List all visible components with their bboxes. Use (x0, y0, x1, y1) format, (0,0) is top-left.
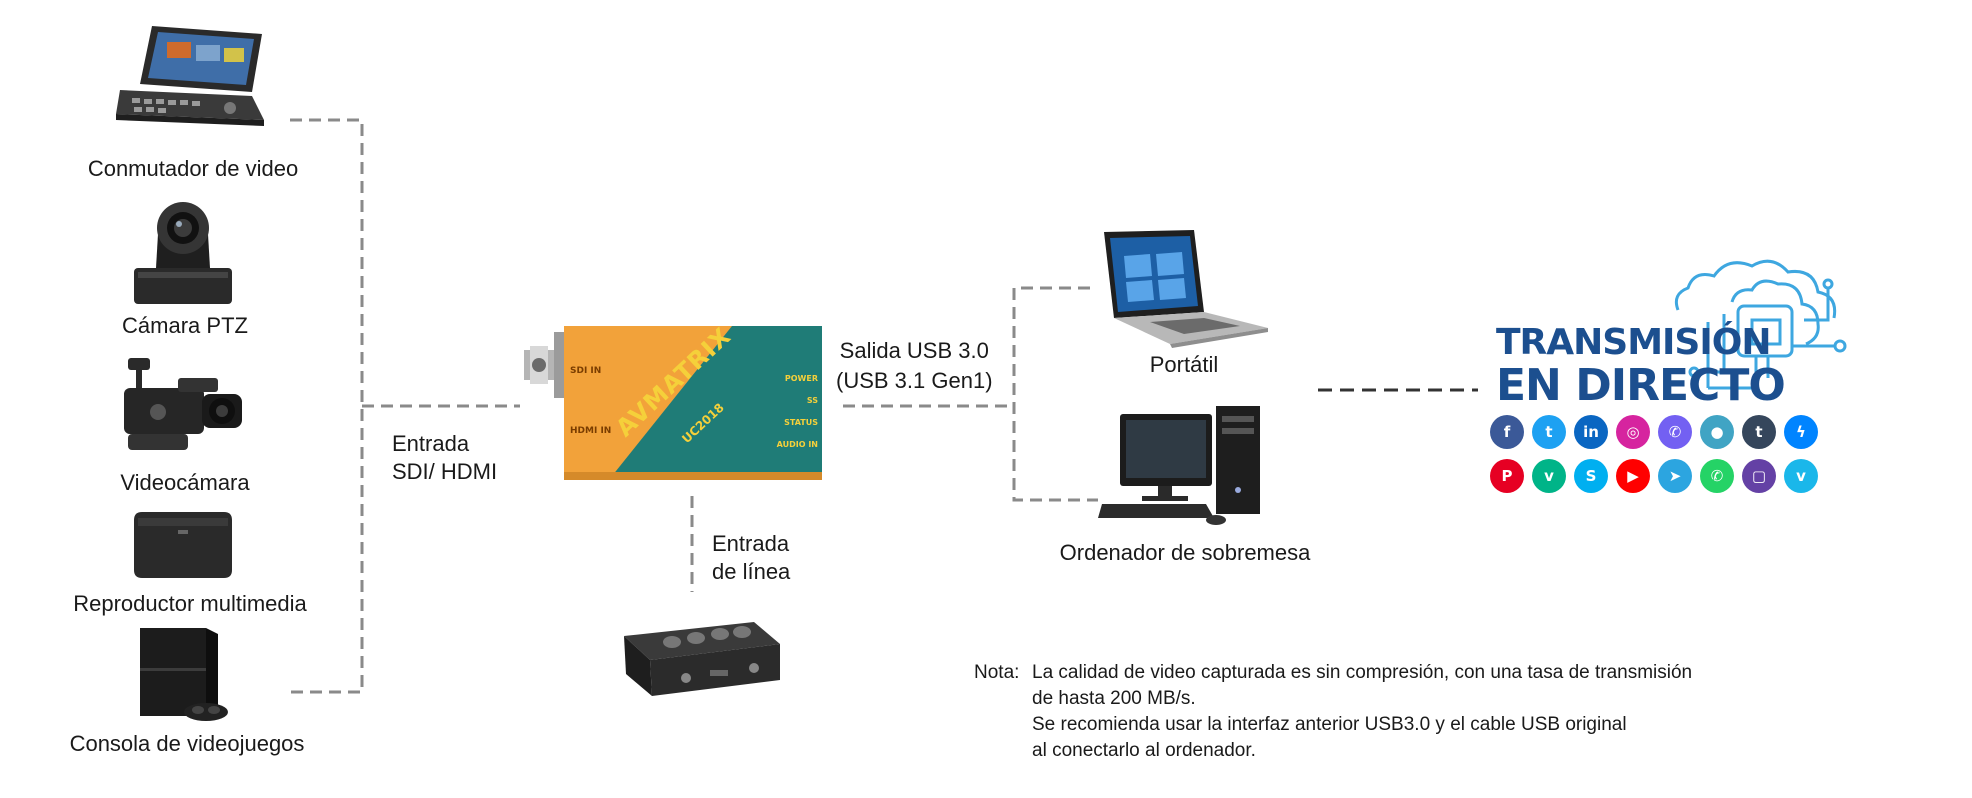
skype-icon: S (1574, 459, 1608, 493)
source-label-game-console: Consola de videojuegos (69, 731, 305, 756)
usb-output-label: Salida USB 3.0 (USB 3.1 Gen1) (836, 336, 993, 396)
video-switcher-icon (116, 26, 264, 126)
source-label-media-player: Reproductor multimedia (73, 591, 307, 616)
viber-icon: ✆ (1658, 415, 1692, 449)
camcorder-icon (124, 358, 242, 450)
capture-device-body (524, 326, 822, 480)
game-console-icon (140, 628, 228, 721)
facebook-icon: f (1490, 415, 1524, 449)
input-label-line2: SDI/ HDMI (392, 459, 498, 484)
pinterest-icon: P (1490, 459, 1524, 493)
note-line: de hasta 200 MB/s. (1032, 688, 1196, 709)
youtube-icon: ▶ (1616, 459, 1650, 493)
source-label-ptz-camera: Cámara PTZ (122, 313, 248, 338)
line-input-label-line2: de línea (712, 559, 791, 584)
vine-icon: v (1532, 459, 1566, 493)
audio-mixer-icon (624, 622, 780, 696)
note-text: La calidad de video capturada es sin com… (1032, 660, 1692, 764)
whatsapp-icon: ✆ (1700, 459, 1734, 493)
twitch-icon: ▢ (1742, 459, 1776, 493)
desktop-computer-icon (1098, 406, 1260, 525)
indicator-status: STATUS (784, 418, 818, 427)
stream-title-line1: TRANSMISIÓN (1496, 322, 1771, 363)
line-input-label: Entrada de línea (712, 530, 790, 586)
input-label-line1: Entrada (392, 431, 470, 456)
ptz-camera-icon (134, 202, 232, 304)
instagram-icon: ◎ (1616, 415, 1650, 449)
destination-bus-line (1012, 286, 1098, 502)
tumblr-icon: t (1742, 415, 1776, 449)
note-line: La calidad de video capturada es sin com… (1032, 662, 1693, 683)
hdmi-in-port-label: HDMI IN (570, 426, 612, 436)
destination-label-desktop: Ordenador de sobremesa (1059, 540, 1311, 565)
source-label-camcorder: Videocámara (120, 470, 250, 495)
source-label-video-switcher: Conmutador de video (87, 156, 299, 181)
periscope-icon: ● (1700, 415, 1734, 449)
indicator-ss: SS (806, 396, 818, 405)
indicator-power: POWER (784, 374, 818, 383)
twitter-icon: t (1532, 415, 1566, 449)
capture-device: SDI IN HDMI IN AVMATRIX UC2018 POWER SS … (524, 322, 826, 484)
linkedin-icon: in (1574, 415, 1608, 449)
note-prefix: Nota: (974, 662, 1020, 683)
telegram-icon: ➤ (1658, 459, 1692, 493)
laptop-icon (1104, 230, 1268, 348)
sdi-hdmi-input-label: Entrada SDI/ HDMI (392, 430, 497, 486)
usb-output-line1: Salida USB 3.0 (839, 338, 989, 363)
note-line: Se recomienda usar la interfaz anterior … (1032, 714, 1627, 735)
destination-label-laptop: Portátil (1149, 352, 1219, 377)
note-line: al conectarlo al ordenador. (1032, 740, 1256, 761)
indicator-audio-in: AUDIO IN (776, 440, 818, 449)
vimeo-icon: v (1784, 459, 1818, 493)
messenger-icon: ϟ (1784, 415, 1818, 449)
stream-title-line2: EN DIRECTO (1496, 360, 1786, 411)
media-player-icon (134, 512, 232, 578)
line-input-label-line1: Entrada (712, 531, 790, 556)
usb-output-line2: (USB 3.1 Gen1) (836, 368, 993, 393)
cloud-circuit-icon (1674, 259, 1847, 390)
sdi-in-port-label: SDI IN (570, 366, 602, 376)
